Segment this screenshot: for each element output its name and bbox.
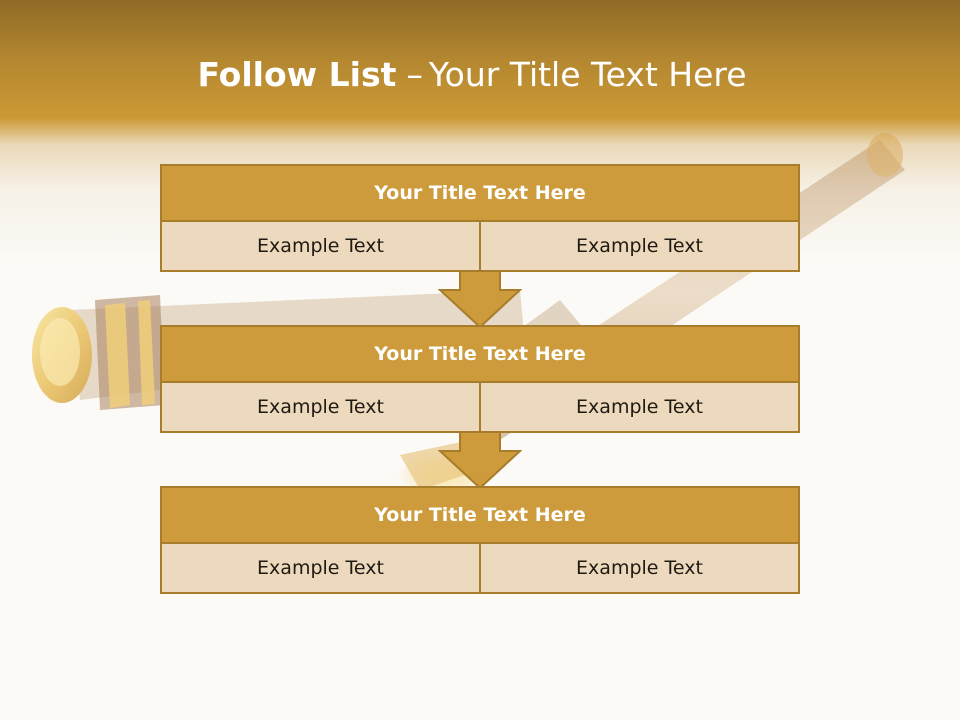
list-item-row: Example Text Example Text <box>160 383 800 433</box>
down-arrow-icon <box>438 431 522 489</box>
list-item-title: Your Title Text Here <box>160 164 800 222</box>
list-item-cell-left: Example Text <box>257 557 384 579</box>
slide-title: Follow List–Your Title Text Here <box>0 52 944 98</box>
down-arrow-icon <box>438 270 522 328</box>
follow-list-diagram: Your Title Text Here Example Text Exampl… <box>160 0 800 720</box>
list-item-cell-right: Example Text <box>479 222 798 270</box>
slide-title-bold: Follow List <box>197 55 397 94</box>
list-item-title: Your Title Text Here <box>160 325 800 383</box>
list-item-cell-left: Example Text <box>257 235 384 257</box>
list-item-1: Your Title Text Here Example Text Exampl… <box>160 164 800 272</box>
slide-title-separator: – <box>406 55 423 94</box>
list-item-title: Your Title Text Here <box>160 486 800 544</box>
list-item-3: Your Title Text Here Example Text Exampl… <box>160 486 800 594</box>
list-item-row: Example Text Example Text <box>160 544 800 594</box>
list-item-cell-right: Example Text <box>479 544 798 592</box>
list-item-2: Your Title Text Here Example Text Exampl… <box>160 325 800 433</box>
list-item-cell-left: Example Text <box>257 396 384 418</box>
slide-title-rest: Your Title Text Here <box>428 55 747 94</box>
list-item-row: Example Text Example Text <box>160 222 800 272</box>
list-item-cell-right: Example Text <box>479 383 798 431</box>
